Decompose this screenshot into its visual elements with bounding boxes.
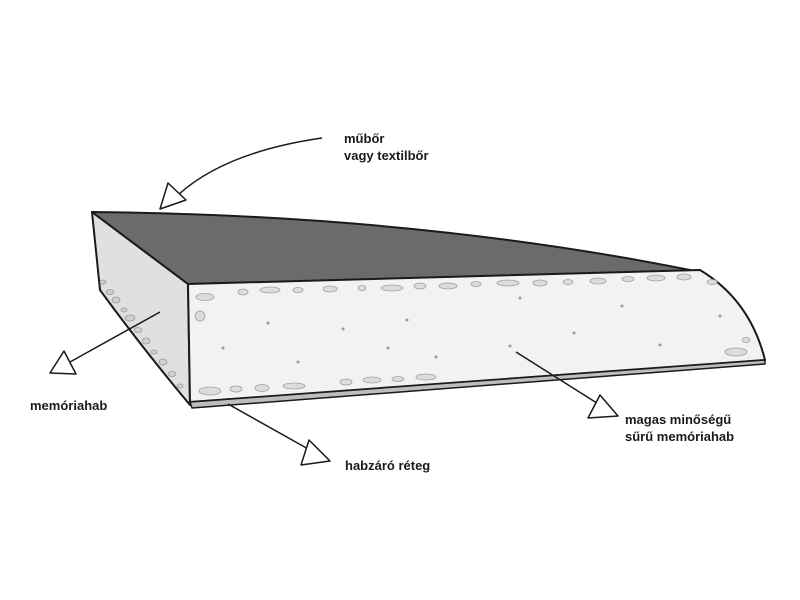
leader-line-left <box>69 311 161 363</box>
leader-lines <box>69 137 601 451</box>
base-layer-foam-seal <box>189 359 766 409</box>
label-right-line1: magas minőségű <box>625 412 732 427</box>
arrowhead-right-icon <box>587 394 619 419</box>
label-top-line1: műbőr <box>344 131 385 146</box>
leader-line-top <box>177 137 323 196</box>
label-dense-memory-foam: magas minőségű sűrű memóriahab <box>625 411 734 445</box>
side-bubbles <box>99 279 184 389</box>
label-foam-seal-layer: habzáró réteg <box>345 458 431 473</box>
foam-speckles <box>194 296 722 364</box>
leader-line-right <box>515 351 601 406</box>
arrowhead-top-icon <box>159 182 187 210</box>
label-memory-foam: memóriahab <box>30 398 108 413</box>
front-bottom-bubbles <box>198 337 751 396</box>
label-right-line2: sűrű memóriahab <box>625 429 735 444</box>
leader-line-bottom <box>227 403 311 451</box>
top-cover-leather <box>91 211 701 285</box>
side-face-memory-foam <box>91 211 191 406</box>
front-top-bubbles <box>195 273 718 301</box>
arrowhead-bottom-icon <box>300 439 331 466</box>
label-artificial-leather: műbőr vagy textilbőr <box>344 130 429 164</box>
label-top-line2: vagy textilbőr <box>344 148 429 163</box>
arrowhead-left-icon <box>49 350 77 375</box>
arrowheads <box>49 182 619 466</box>
